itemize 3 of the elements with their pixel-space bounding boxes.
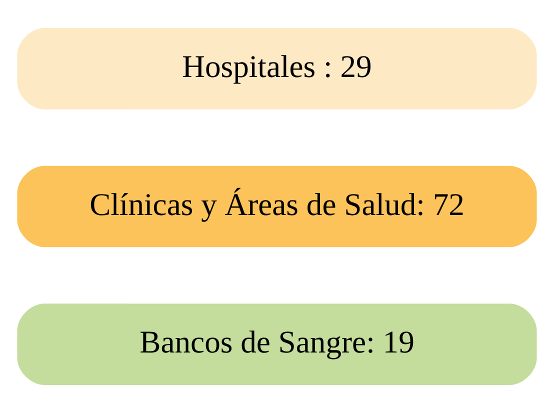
node-box: Clínicas y Áreas de Salud: 72: [17, 166, 537, 248]
node-box: Hospitales : 29: [17, 28, 537, 110]
node-box: Bancos de Sangre: 19: [17, 304, 537, 385]
